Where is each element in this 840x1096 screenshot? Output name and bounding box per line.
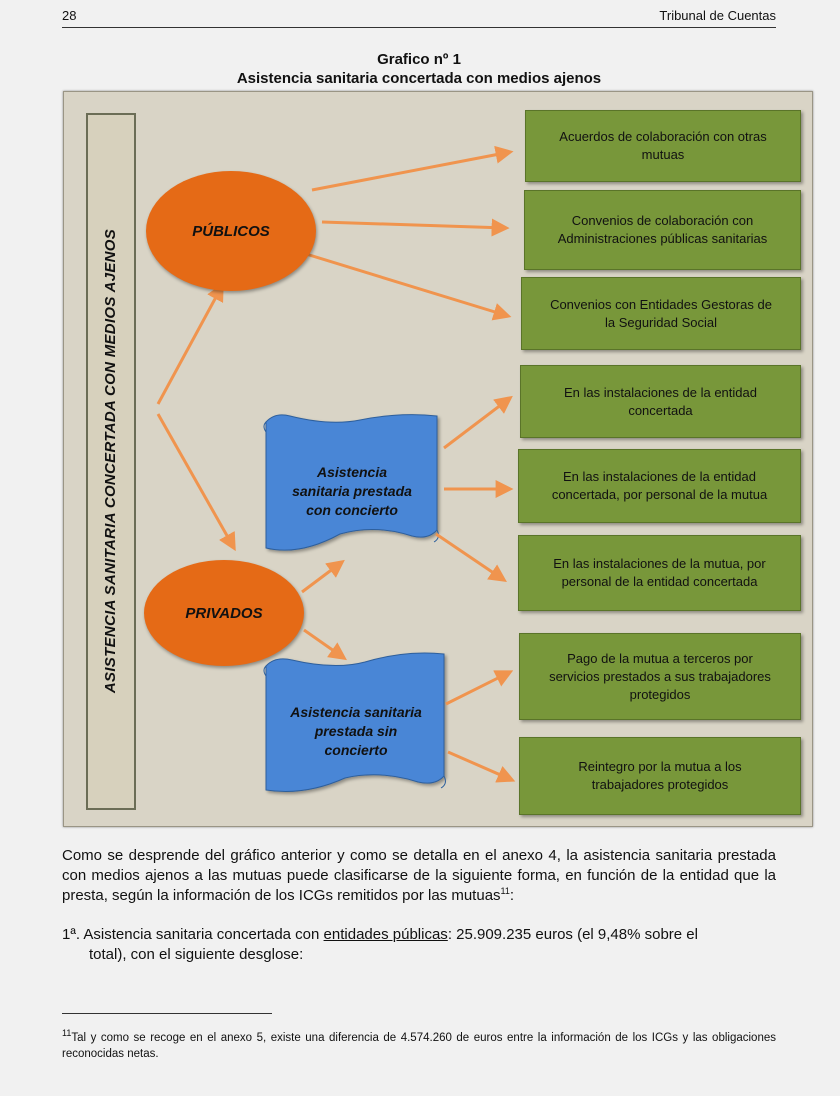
privados-label: PRIVADOS: [185, 604, 263, 622]
publisher-name: Tribunal de Cuentas: [659, 8, 776, 23]
footnote-divider: [62, 1013, 272, 1014]
list-item-1: 1ª. Asistencia sanitaria concertada con …: [62, 926, 698, 963]
chart-title-line2: Asistencia sanitaria concertada con medi…: [236, 70, 602, 87]
body-paragraph-1: Como se desprende del gráfico anterior y…: [62, 847, 776, 904]
side-label-bar: [86, 113, 136, 810]
header-divider: [62, 27, 776, 28]
sin-concierto-label: Asistencia sanitaria prestada sin concie…: [290, 704, 422, 758]
footnote-11: 11Tal y como se recoge en el anexo 5, ex…: [62, 1028, 776, 1060]
con-concierto-label: Asistencia sanitaria prestada con concie…: [292, 464, 412, 518]
publicos-label: PÚBLICOS: [192, 222, 270, 240]
chart-title-line1: Grafico nº 1: [377, 51, 461, 68]
publicos-ellipse: PÚBLICOS: [146, 171, 316, 291]
chart-title: Grafico nº 1 Asistencia sanitaria concer…: [62, 50, 776, 88]
page-number: 28: [62, 8, 77, 23]
privados-ellipse: PRIVADOS: [144, 560, 304, 666]
